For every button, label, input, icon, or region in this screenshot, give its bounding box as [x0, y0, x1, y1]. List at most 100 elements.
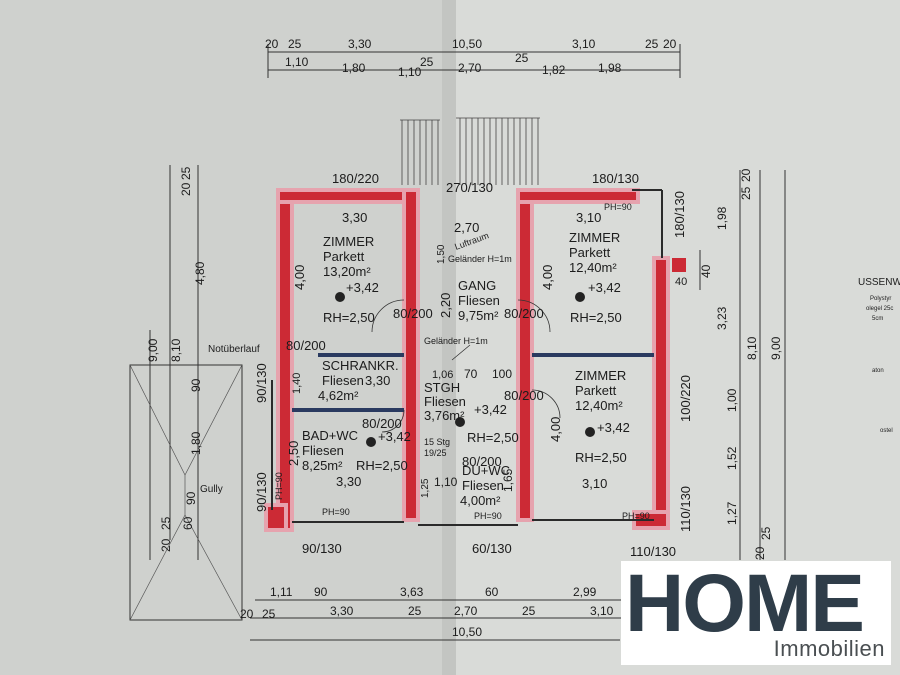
zimmer2-name: ZIMMER [569, 230, 620, 245]
dim-bottom2-2: 25 [262, 607, 276, 621]
dim-bottom-total: 10,50 [452, 625, 482, 639]
note-100: 100 [492, 367, 512, 381]
opening-bottom-left: 90/130 [302, 541, 342, 556]
dim-left-2: 25 [179, 166, 193, 180]
interior-partitions [292, 353, 654, 412]
schrank-area: 4,62m² [318, 388, 359, 403]
zimmer3-depth: 4,00 [548, 417, 563, 442]
door-swings [371, 299, 561, 433]
bad-area: 8,25m² [302, 458, 343, 473]
zimmer3-width: 3,10 [582, 476, 607, 491]
level-markers [335, 292, 595, 447]
dim-bottom2-7: 3,10 [590, 604, 614, 618]
bad-rh: RH=2,50 [356, 458, 408, 473]
dim-bottom-5: 2,99 [573, 585, 597, 599]
dim-left-7: 1,80 [189, 431, 203, 455]
dim-top-1: 20 [265, 37, 279, 51]
zimmer1-rh: RH=2,50 [323, 310, 375, 325]
dim-left-5: 8,10 [169, 338, 183, 362]
dim-bottom-4: 60 [485, 585, 499, 599]
dim-left-6: 90 [189, 378, 203, 392]
note-150: 1,50 [436, 244, 447, 264]
dim-right-4: 40 [699, 264, 713, 278]
note-ph-bottom: PH=90 [322, 507, 350, 517]
note-notueberlauf: Notüberlauf [208, 344, 260, 355]
zimmer1-name: ZIMMER [323, 234, 374, 249]
bad-floor: Fliesen [302, 443, 344, 458]
dim-right-1: 20 [739, 168, 753, 182]
dim-top-6: 25 [645, 37, 659, 51]
opening-top-right: 180/130 [592, 171, 639, 186]
logo-subtitle: Immobilien [773, 636, 885, 661]
dim-top2-7: 1,82 [542, 63, 566, 77]
dim-left-3: 4,80 [193, 261, 207, 285]
dim-right-9: 1,52 [725, 446, 739, 470]
opening-side-right-top: 180/130 [672, 191, 687, 238]
zimmer1-floor: Parkett [323, 249, 365, 264]
note-125: 1,25 [420, 478, 431, 498]
exterior-stair-hatch [400, 117, 540, 185]
dim-right-10: 1,27 [725, 501, 739, 525]
du-depth: 1,65 [501, 468, 515, 492]
legend-fragment-6: ostel [880, 428, 893, 434]
left-page [0, 0, 450, 675]
gang-depth: 2,20 [438, 293, 453, 318]
zimmer3-rh: RH=2,50 [575, 450, 627, 465]
du-width: 1,10 [434, 475, 458, 489]
page-fold [442, 0, 456, 675]
right-dimension-lines [699, 170, 786, 560]
dim-bottom2-4: 25 [408, 604, 422, 618]
bad-level: +3,42 [378, 429, 411, 444]
dim-right-12: 20 [753, 546, 767, 560]
dim-top2-2: 1,80 [342, 61, 366, 75]
note-70: 70 [464, 367, 478, 381]
opening-side-right-mid: 100/220 [678, 375, 693, 422]
terrace-outline [129, 364, 243, 621]
bad-name: BAD+WC [302, 428, 358, 443]
door-label-3: 80/200 [286, 338, 326, 353]
dim-right-3: 1,98 [715, 206, 729, 230]
note-gully: Gully [200, 484, 223, 495]
opening-bottom-right: 110/130 [630, 544, 676, 559]
legend-fragment-2: Polystyr [870, 296, 891, 302]
dim-left-11: 20 [159, 538, 173, 552]
dim-bottom2-6: 25 [522, 604, 536, 618]
terrace-roof-lines [129, 364, 243, 621]
bottom-dimension-lines [250, 599, 670, 641]
dim-top-2: 25 [288, 37, 302, 51]
dim-left-1: 20 [179, 182, 193, 196]
dim-left-10: 25 [159, 516, 173, 530]
opening-top-mid: 270/130 [446, 180, 493, 195]
zimmer2-level: +3,42 [588, 280, 621, 295]
left-dimension-lines [149, 165, 199, 560]
zimmer2-floor: Parkett [569, 245, 611, 260]
legend-fragment-4: 5cm [872, 316, 883, 322]
door-label-4: 80/200 [504, 388, 544, 403]
note-ph-top: PH=90 [604, 202, 632, 212]
zimmer3-area: 12,40m² [575, 398, 623, 413]
dim-top-3: 3,30 [348, 37, 372, 51]
bad-depth: 2,50 [286, 441, 301, 466]
zimmer2-width: 3,10 [576, 210, 601, 225]
door-label-1: 80/200 [393, 306, 433, 321]
legend-fragment-5: aton [872, 368, 884, 374]
note-ph-left: PH=90 [274, 472, 284, 500]
door-label-6: 80/200 [462, 454, 502, 469]
dim-bottom2-5: 2,70 [454, 604, 478, 618]
du-area: 4,00m² [460, 493, 501, 508]
door-label-7: 80/200 [380, 427, 384, 429]
note-40: 40 [675, 276, 687, 288]
logo-brand: HOME [625, 558, 865, 649]
opening-side-left-top: 90/130 [254, 363, 269, 403]
dim-top2-6: 25 [515, 51, 529, 65]
gang-width: 2,70 [454, 220, 479, 235]
home-immobilien-logo: HOME Immobilien [621, 561, 891, 665]
gang-area: 9,75m² [458, 308, 499, 323]
bad-width: 3,30 [336, 474, 361, 489]
gang-name: GANG [458, 278, 496, 293]
note-stg-size: 19/25 [424, 448, 447, 458]
dim-bottom-3: 3,63 [400, 585, 424, 599]
dim-top2-4: 25 [420, 55, 434, 69]
schrank-floor: Fliesen [322, 373, 364, 388]
